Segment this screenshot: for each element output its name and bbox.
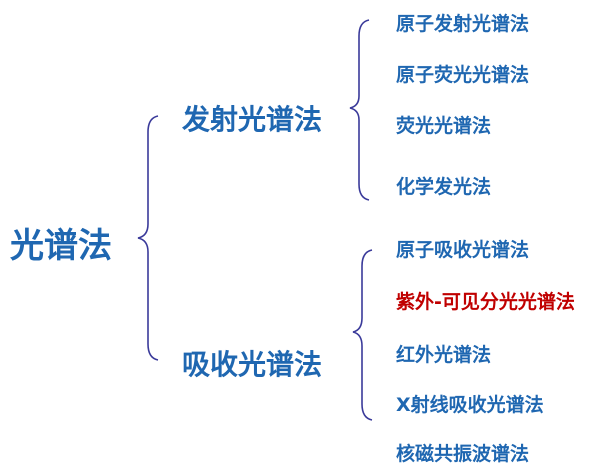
leaf-xray-absorption: X射线吸收光谱法 <box>396 394 544 416</box>
leaf-atomic-fluorescence: 原子荧光光谱法 <box>396 64 530 86</box>
leaf-infrared: 红外光谱法 <box>396 344 492 366</box>
leaf-uv-vis: 紫外-可见分光光谱法 <box>396 291 575 313</box>
leaf-nmr: 核磁共振波谱法 <box>396 443 530 465</box>
root-node-spectroscopy: 光谱法 <box>10 226 112 266</box>
emission-brace <box>349 19 370 201</box>
branch-absorption-spectroscopy: 吸收光谱法 <box>182 348 323 381</box>
root-brace <box>137 115 159 361</box>
leaf-atomic-emission: 原子发射光谱法 <box>396 13 530 35</box>
leaf-fluorescence: 荧光光谱法 <box>396 115 492 137</box>
absorption-brace <box>352 249 373 421</box>
leaf-atomic-absorption: 原子吸收光谱法 <box>396 239 530 261</box>
branch-emission-spectroscopy: 发射光谱法 <box>182 103 323 136</box>
leaf-chemiluminescence: 化学发光法 <box>396 176 492 198</box>
